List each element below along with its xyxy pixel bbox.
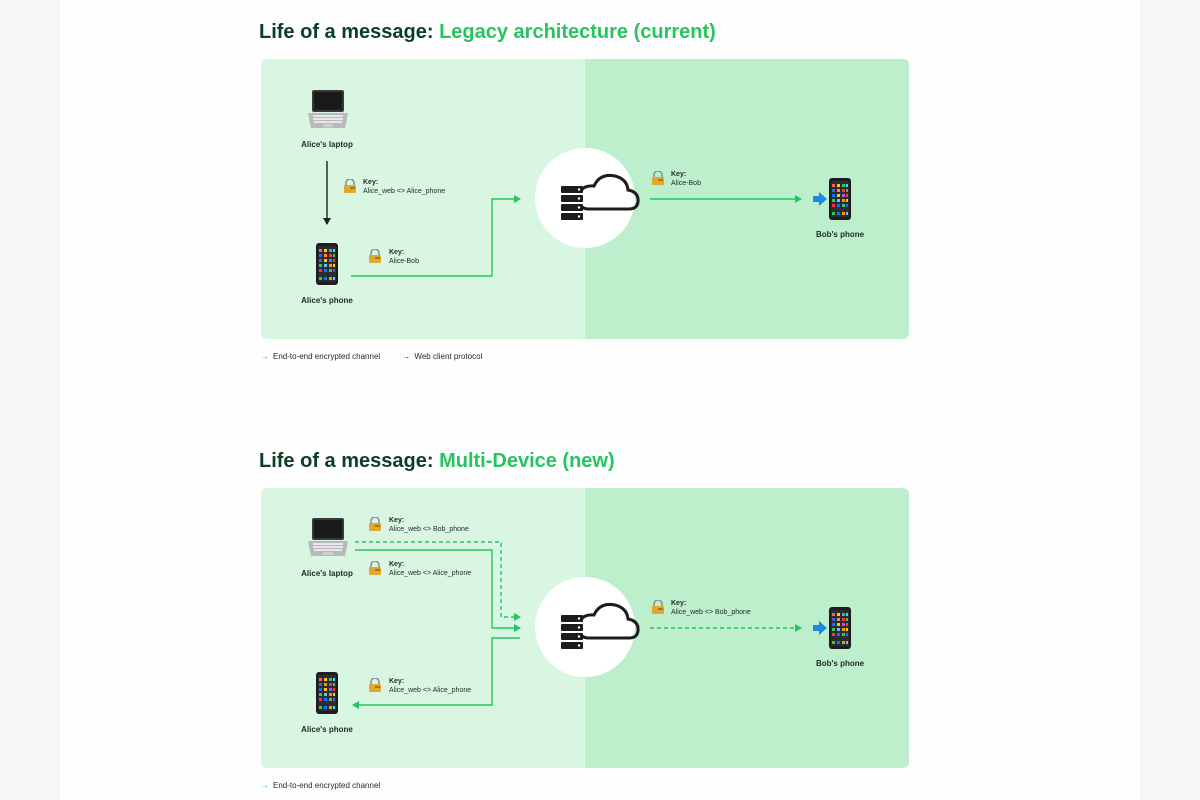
legend-legacy: →End-to-end encrypted channel →Web clien… bbox=[261, 352, 482, 361]
key-title: Key: bbox=[389, 249, 405, 256]
arrow-phone-to-server bbox=[351, 195, 521, 277]
key-value: Alice_web <> Bob_phone bbox=[671, 609, 751, 616]
key-label-d: Key: Alice_web <> Bob_phone bbox=[671, 599, 751, 617]
title-accent: Multi-Device (new) bbox=[439, 450, 615, 472]
section-title-legacy: Life of a message: Legacy architecture (… bbox=[259, 21, 716, 44]
bob-phone-label: Bob's phone bbox=[815, 659, 865, 668]
key-label-c: Key: Alice_web <> Alice_phone bbox=[389, 677, 471, 695]
legend-e2e-label: End-to-end encrypted channel bbox=[273, 781, 381, 790]
lock-key-icon bbox=[369, 678, 381, 692]
key-value: Alice_web <> Alice_phone bbox=[389, 687, 472, 694]
legend-multidevice: → End-to-end encrypted channel bbox=[261, 781, 380, 790]
server-cloud-icon bbox=[535, 148, 640, 248]
diagram-arrows-multidevice bbox=[352, 541, 802, 709]
title-prefix: Life of a message: bbox=[259, 450, 440, 472]
key-label-1: Key: Alice_web <> Alice_phone bbox=[363, 178, 445, 196]
lock-key-icon bbox=[369, 517, 381, 531]
diagram-panel-legacy: Alice's laptop Alice's phone Bob's phone bbox=[261, 59, 909, 339]
key-label-b: Key: Alice_web <> Alice_phone bbox=[389, 560, 471, 578]
alice-phone-label: Alice's phone bbox=[301, 296, 353, 305]
alice-phone-label: Alice's phone bbox=[301, 725, 353, 734]
arrow-laptop-to-server bbox=[355, 549, 521, 632]
legend-web-label: Web client protocol bbox=[414, 352, 483, 361]
web-arrow-icon: → bbox=[402, 352, 411, 361]
key-title: Key: bbox=[389, 561, 405, 568]
key-label-2: Key: Alice-Bob bbox=[389, 248, 419, 266]
e2e-arrow-icon: → bbox=[261, 781, 269, 790]
alice-laptop-label: Alice's laptop bbox=[301, 140, 353, 149]
smartphone-icon bbox=[829, 178, 851, 220]
lock-key-icon bbox=[344, 179, 356, 193]
key-title: Key: bbox=[389, 678, 405, 685]
incoming-arrow-icon bbox=[813, 192, 827, 206]
title-prefix: Life of a message: bbox=[259, 21, 440, 43]
alice-laptop-label: Alice's laptop bbox=[301, 569, 353, 578]
laptop-icon bbox=[308, 518, 348, 556]
lock-key-icon bbox=[652, 600, 664, 614]
smartphone-icon bbox=[829, 607, 851, 649]
section-title-multidevice: Life of a message: Multi-Device (new) bbox=[259, 450, 615, 473]
server-cloud-icon bbox=[535, 577, 640, 677]
smartphone-icon bbox=[316, 243, 338, 285]
diagram-arrows-legacy bbox=[323, 148, 802, 277]
key-title: Key: bbox=[671, 171, 687, 178]
key-value: Alice-Bob bbox=[671, 180, 701, 187]
key-title: Key: bbox=[389, 517, 405, 524]
key-value: Alice_web <> Alice_phone bbox=[389, 570, 472, 577]
lock-key-icon bbox=[369, 249, 381, 263]
arrow-server-to-alice-phone bbox=[352, 637, 520, 709]
legend-e2e-label: End-to-end encrypted channel bbox=[273, 352, 381, 361]
e2e-arrow-icon: → bbox=[261, 352, 269, 361]
lock-key-icon bbox=[369, 561, 381, 575]
key-label-a: Key: Alice_web <> Bob_phone bbox=[389, 516, 469, 534]
incoming-arrow-icon bbox=[813, 621, 827, 635]
key-title: Key: bbox=[363, 179, 379, 186]
lock-key-icon bbox=[652, 171, 664, 185]
key-value: Alice_web <> Alice_phone bbox=[363, 188, 446, 195]
smartphone-icon bbox=[316, 672, 338, 714]
key-title: Key: bbox=[671, 600, 687, 607]
bob-phone-label: Bob's phone bbox=[815, 230, 865, 239]
diagram-panel-multidevice: Alice's laptop Alice's phone Bob's phone bbox=[261, 488, 909, 768]
dashed-arrow-laptop-to-server bbox=[355, 541, 521, 621]
key-value: Alice-Bob bbox=[389, 258, 419, 265]
title-accent: Legacy architecture (current) bbox=[439, 21, 716, 43]
key-value: Alice_web <> Bob_phone bbox=[389, 526, 469, 533]
key-label-3: Key: Alice-Bob bbox=[671, 170, 701, 188]
laptop-icon bbox=[308, 90, 348, 128]
